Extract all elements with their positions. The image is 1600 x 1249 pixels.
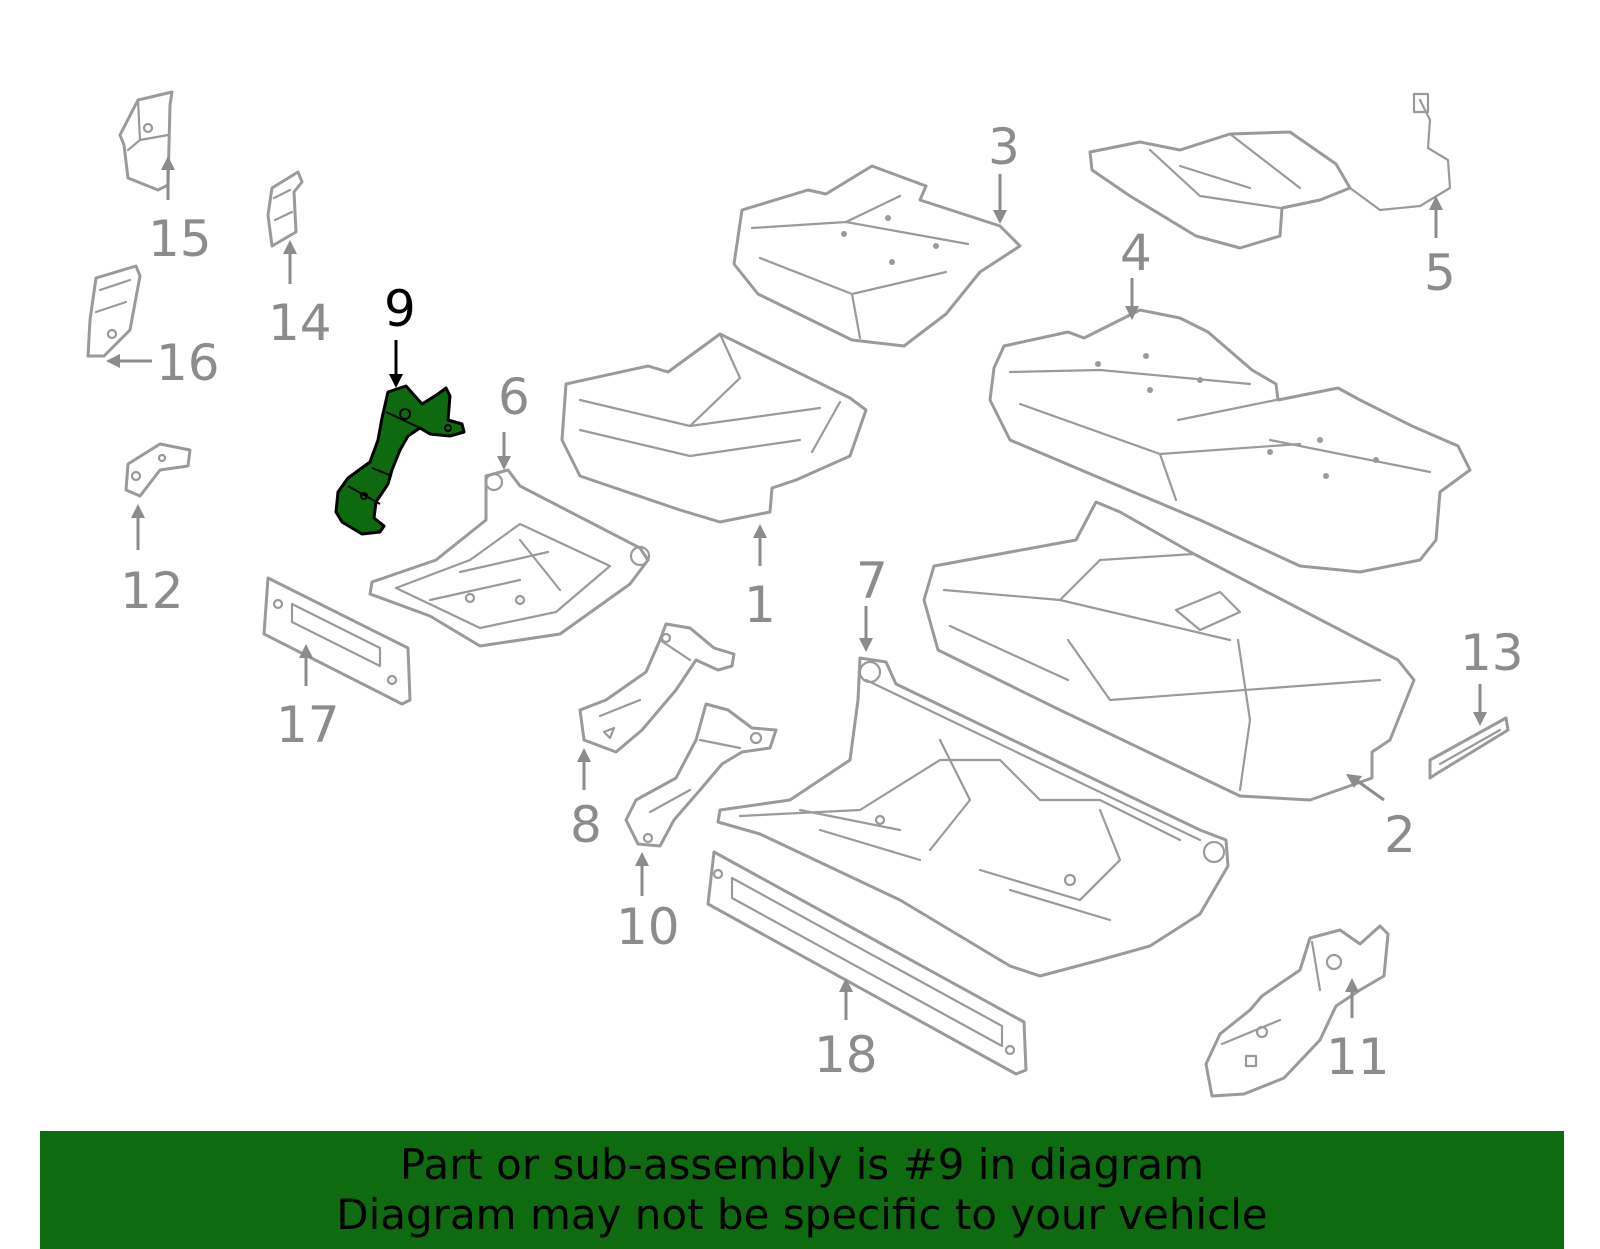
callout-12: 12: [120, 562, 184, 620]
callout-2: 2: [1384, 806, 1416, 864]
callout-11: 11: [1326, 1028, 1390, 1086]
part-11[interactable]: [1204, 924, 1390, 1098]
part-16[interactable]: [86, 264, 142, 358]
leader-lines: [106, 156, 1487, 1020]
callout-14: 14: [268, 294, 332, 352]
callout-15: 15: [148, 210, 212, 268]
banner-line-2: Diagram may not be specific to your vehi…: [336, 1190, 1268, 1239]
callout-9[interactable]: 9: [384, 280, 416, 338]
part-8[interactable]: [578, 622, 736, 754]
callout-4: 4: [1120, 224, 1152, 282]
callout-6: 6: [498, 368, 530, 426]
callout-7: 7: [856, 552, 888, 610]
callout-13: 13: [1460, 624, 1524, 682]
part-2[interactable]: [922, 500, 1416, 802]
part-7[interactable]: [716, 656, 1230, 978]
part-4[interactable]: [988, 308, 1472, 574]
part-6[interactable]: [368, 468, 651, 648]
part-1[interactable]: [560, 332, 868, 524]
part-13[interactable]: [1428, 716, 1510, 780]
callout-17: 17: [276, 696, 340, 754]
part-5[interactable]: [1088, 92, 1452, 250]
banner-line-1: Part or sub-assembly is #9 in diagram: [399, 1140, 1205, 1189]
callout-18: 18: [814, 1026, 878, 1084]
callout-16: 16: [156, 334, 220, 392]
part-9-highlighted[interactable]: [334, 384, 466, 536]
callout-1: 1: [744, 576, 776, 634]
part-15[interactable]: [118, 90, 174, 192]
part-10[interactable]: [624, 702, 778, 848]
part-14[interactable]: [266, 170, 304, 248]
part-12[interactable]: [124, 442, 192, 498]
callout-5: 5: [1424, 244, 1456, 302]
part-18[interactable]: [706, 850, 1028, 1076]
part-3[interactable]: [732, 164, 1022, 348]
callout-3: 3: [988, 118, 1020, 176]
callout-8: 8: [570, 796, 602, 854]
callout-10: 10: [616, 898, 680, 956]
part-17[interactable]: [262, 576, 412, 706]
callout-labels: 15 14 16 12 17 9 6 1 3 4 5 7 13 2 8 10 1…: [120, 118, 1524, 1086]
info-banner: Part or sub-assembly is #9 in diagram Di…: [40, 1131, 1564, 1249]
